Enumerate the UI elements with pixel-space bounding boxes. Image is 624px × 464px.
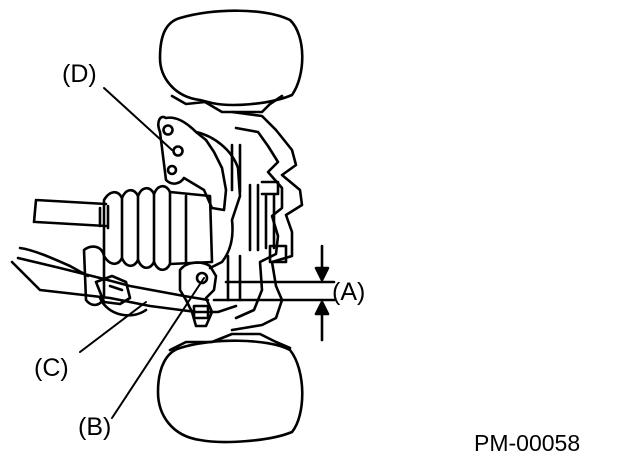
hub-lines [226, 143, 280, 302]
arm-stabilizer [98, 296, 148, 317]
bracket-hole-mid [172, 145, 184, 157]
tire-upper [158, 9, 304, 107]
leader-b [111, 277, 205, 419]
label-b: (B) [78, 413, 112, 441]
tire-lower [156, 339, 304, 444]
wheel-bolt [268, 244, 288, 264]
bracket-hole-low [166, 164, 178, 176]
dimension-arrow-top [314, 266, 330, 282]
leader-c [79, 301, 147, 353]
arm-bracket [94, 274, 132, 306]
label-d: (D) [62, 60, 97, 88]
label-c: (C) [34, 354, 69, 382]
wheel-disc [230, 110, 304, 332]
lower-arm-inner [18, 246, 90, 278]
wheel-rim-upper [170, 94, 284, 114]
dimension-arrow-bottom [314, 300, 330, 316]
shaft-stub [98, 204, 110, 230]
drive-shaft [32, 198, 108, 228]
ball-joint [178, 261, 218, 328]
ball-joint-stud [195, 271, 209, 285]
lower-arm [10, 260, 238, 314]
cv-boot-ribs [120, 190, 188, 266]
figure-code: PM-00058 [474, 430, 581, 456]
bracket-hole-top [162, 124, 174, 136]
knuckle-bracket [157, 115, 228, 212]
ball-joint-nut [192, 304, 210, 320]
arm-bushing [82, 245, 106, 307]
dimension-lines [212, 244, 336, 342]
label-a: (A) [332, 278, 366, 306]
wheel-disc-inner [234, 126, 284, 320]
cv-boot [102, 184, 214, 272]
knuckle-body [194, 130, 242, 270]
leader-d [103, 87, 173, 151]
wheel-rim-lower [168, 332, 292, 352]
lower-arm-edge [16, 256, 210, 302]
